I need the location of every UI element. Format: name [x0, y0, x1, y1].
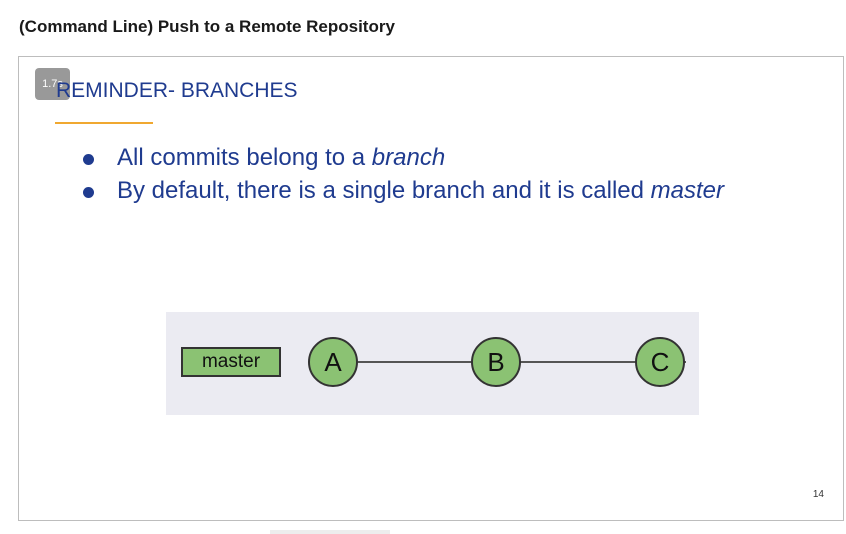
- commit-node-a: A: [308, 337, 358, 387]
- slide-viewer[interactable]: 1.7s REMINDER- BRANCHES All commits belo…: [18, 56, 844, 521]
- bottom-scroll-bar[interactable]: [270, 530, 390, 534]
- page-title: (Command Line) Push to a Remote Reposito…: [19, 17, 395, 36]
- commit-connector-line: [358, 361, 686, 363]
- bullet-emphasis: branch: [371, 144, 446, 171]
- bullet-dot-icon: [83, 187, 94, 198]
- bullet-item: By default, there is a single branch and…: [79, 174, 779, 207]
- branch-label-box: master: [181, 347, 281, 377]
- title-underline: [55, 122, 153, 124]
- commit-node-b: B: [471, 337, 521, 387]
- commit-node-c: C: [635, 337, 685, 387]
- bullet-emphasis: master: [650, 177, 724, 204]
- branch-diagram: master A B C: [166, 312, 699, 415]
- bullet-dot-icon: [83, 154, 94, 165]
- playback-speed-badge[interactable]: 1.7s: [35, 68, 70, 100]
- slide-title: REMINDER- BRANCHES: [56, 79, 298, 102]
- bullet-text: By default, there is a single branch and…: [117, 177, 651, 204]
- slide-number: 14: [812, 489, 824, 500]
- bullet-text: All commits belong to a: [117, 144, 372, 171]
- bullet-list: All commits belong to a branch By defaul…: [79, 141, 779, 207]
- bullet-item: All commits belong to a branch: [79, 141, 779, 174]
